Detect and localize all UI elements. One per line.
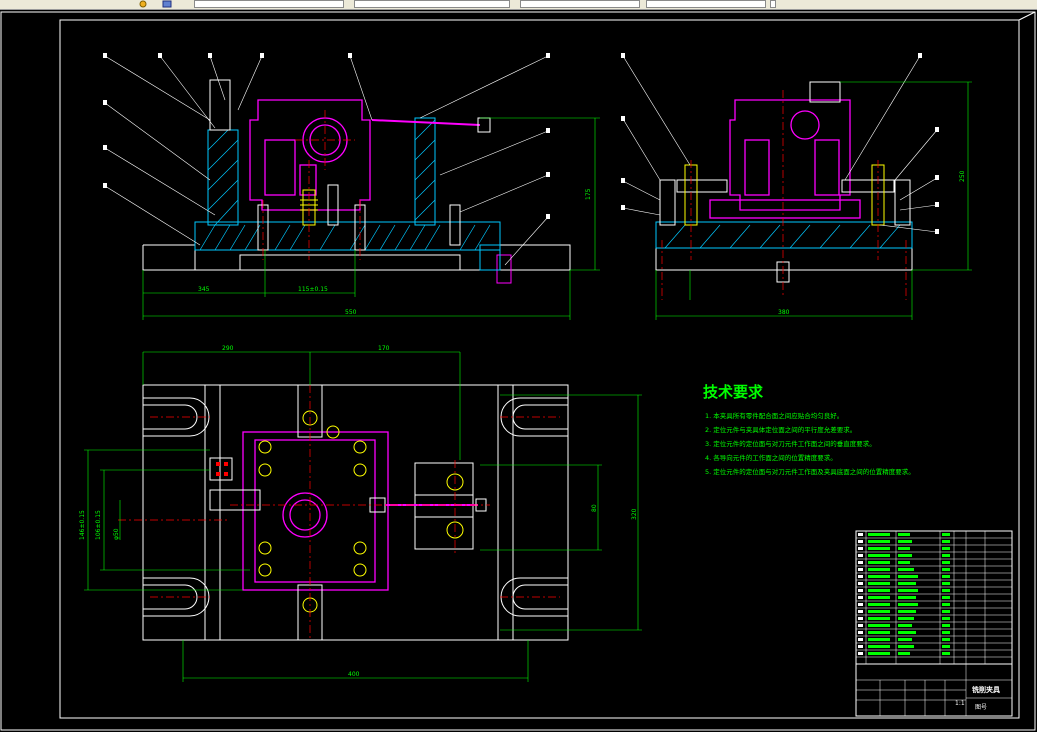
title-block: 铣削夹具 图号 1:1 bbox=[855, 663, 1013, 717]
dim-550: 550 bbox=[345, 309, 357, 316]
sheet-frame bbox=[59, 19, 1020, 719]
dim-left-3: φ50 bbox=[113, 528, 120, 540]
title-block-sub: 图号 bbox=[975, 704, 987, 711]
sheet-outer-border bbox=[0, 11, 1036, 731]
dim-115: 115±0.15 bbox=[298, 286, 328, 293]
toolbar-icon-a[interactable] bbox=[138, 0, 148, 8]
tech-item-4: 4. 各导向元件的工作面之间的位置精度要求。 bbox=[705, 453, 837, 462]
tech-requirements: 技术要求 1. 本夹具所有零件配合面之间应贴合均匀良好。 2. 定位元件与夹具体… bbox=[703, 383, 915, 476]
tech-item-5: 5. 定位元件的定位面与对刀元件工作面及夹具底面之间的位置精度要求。 bbox=[705, 467, 915, 476]
plotstyle-dropdown[interactable] bbox=[770, 0, 776, 8]
dim-345: 345 bbox=[198, 286, 210, 293]
cad-drawing: 345 115±0.15 550 175 bbox=[0, 11, 1036, 731]
dim-left-1: 146±0.15 bbox=[79, 510, 86, 540]
dim-320: 320 bbox=[631, 508, 638, 520]
dim-175: 175 bbox=[585, 188, 592, 200]
tech-item-2: 2. 定位元件与夹具体定位面之间的平行度允差要求。 bbox=[705, 425, 856, 434]
title-block-name: 铣削夹具 bbox=[971, 685, 1000, 694]
lineweight-dropdown[interactable] bbox=[646, 0, 766, 8]
tech-item-1: 1. 本夹具所有零件配合面之间应贴合均匀良好。 bbox=[705, 411, 843, 420]
linetype-dropdown[interactable] bbox=[520, 0, 640, 8]
dim-side-height: 250 bbox=[959, 170, 966, 182]
top-view: 290 170 400 320 80 146±0.15 106±0.15 φ50 bbox=[79, 345, 642, 682]
color-dropdown[interactable] bbox=[354, 0, 510, 8]
dim-170: 170 bbox=[378, 345, 390, 352]
parts-list bbox=[855, 530, 1013, 665]
dim-80: 80 bbox=[591, 504, 598, 512]
side-view: 380 250 bbox=[621, 53, 972, 320]
drawing-canvas[interactable]: 345 115±0.15 550 175 bbox=[0, 10, 1037, 732]
dim-400: 400 bbox=[348, 671, 360, 678]
title-block-scale: 1:1 bbox=[955, 700, 965, 707]
layer-dropdown[interactable] bbox=[194, 0, 344, 8]
dim-290: 290 bbox=[222, 345, 234, 352]
front-view: 345 115±0.15 550 175 bbox=[103, 53, 600, 320]
tech-item-3: 3. 定位元件的定位面与对刀元件工作面之间的垂直度要求。 bbox=[705, 439, 876, 448]
dim-side-width: 380 bbox=[778, 309, 790, 316]
cad-toolbar bbox=[0, 0, 1037, 10]
dim-left-2: 106±0.15 bbox=[95, 510, 102, 540]
toolbar-icon-b[interactable] bbox=[162, 0, 172, 8]
tech-title: 技术要求 bbox=[703, 383, 764, 401]
